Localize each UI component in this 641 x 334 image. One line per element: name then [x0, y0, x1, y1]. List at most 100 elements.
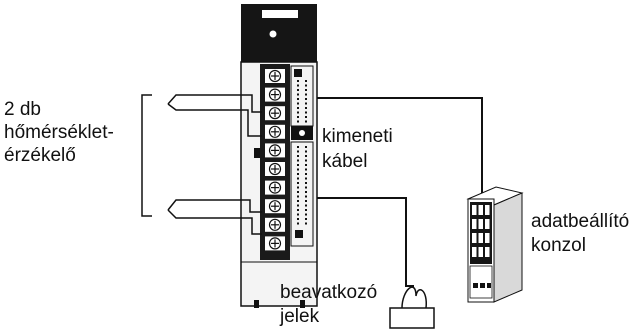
connector-pin	[305, 168, 307, 171]
connector-pin	[305, 159, 307, 162]
connector-pin	[297, 182, 299, 184]
console-display-cell	[472, 205, 477, 215]
terminal-screw	[268, 125, 282, 138]
connector-pin	[297, 107, 299, 109]
connector-pin	[305, 204, 307, 207]
console-display-cell	[478, 205, 483, 215]
connector-pin	[305, 195, 307, 198]
console-button-1	[473, 283, 478, 288]
connector-pin	[305, 191, 307, 193]
terminal-screw	[268, 237, 282, 250]
terminal-screws	[265, 69, 285, 251]
connector-pin	[297, 116, 299, 118]
connector-pin	[297, 191, 299, 193]
sensor-wire-2-top	[167, 199, 262, 213]
module-side-tab	[254, 148, 260, 158]
connector-pin	[305, 218, 307, 220]
connector-pin	[305, 200, 307, 202]
connector-pin	[297, 164, 299, 166]
actuator-device-icon	[389, 286, 435, 329]
connector-pin	[305, 102, 307, 105]
output-cable-label-line-2: kábel	[322, 151, 368, 172]
sensor-bracket	[141, 94, 152, 217]
sensor-wires	[167, 94, 262, 235]
connector-pin	[297, 155, 299, 157]
connector-pin	[297, 159, 299, 162]
connector-pin	[305, 177, 307, 180]
sensor-wire-2-bottom	[167, 209, 262, 235]
connector-pin	[305, 116, 307, 118]
lower-connector-pins	[297, 146, 307, 225]
module-screw	[269, 30, 277, 38]
console-display-cell	[478, 247, 483, 257]
sensor-wire-1-top	[167, 94, 262, 113]
connector-pin	[297, 186, 299, 189]
connector-pin	[305, 182, 307, 184]
terminal-screw	[268, 218, 282, 231]
console-display-cell	[472, 247, 477, 257]
connector-pin	[297, 150, 299, 153]
connector-pin	[297, 177, 299, 180]
connector-pin	[297, 111, 299, 114]
connector-pin	[305, 213, 307, 216]
console-display-cell	[478, 233, 483, 243]
connector-pin	[305, 107, 307, 109]
connector-pin	[297, 80, 299, 82]
connector-pin	[305, 222, 307, 225]
connector-pin	[305, 186, 307, 189]
connector-pin	[297, 218, 299, 220]
terminal-screw	[268, 144, 282, 157]
console-display-cell	[485, 219, 490, 229]
console-panel	[469, 265, 493, 299]
terminal-screw	[268, 181, 282, 194]
sensor-label-line-2: hőmérséklet-	[4, 122, 114, 143]
connector-pin	[305, 209, 307, 211]
output-cable-label-line-1: kimeneti	[322, 126, 393, 147]
console-label-line-1: adatbeállító	[531, 211, 630, 232]
connector-pin	[297, 89, 299, 91]
temperature-module-icon	[240, 4, 318, 308]
terminal-screw	[268, 200, 282, 213]
actuator-cable	[317, 197, 414, 287]
actuator-dome	[401, 286, 427, 309]
console-display-cell	[472, 219, 477, 229]
connector-pin	[297, 84, 299, 87]
lower-connector	[290, 141, 314, 247]
terminal-screw	[268, 162, 282, 176]
connector-pin	[305, 146, 307, 148]
console-display-cell	[485, 247, 490, 257]
connector-pin	[297, 98, 299, 100]
terminal-screw	[268, 107, 282, 120]
console-display-cell	[472, 233, 477, 243]
actuator-body	[389, 307, 435, 329]
lower-connector-latch	[295, 230, 303, 238]
console-button-3	[487, 283, 491, 288]
connector-pin	[297, 222, 299, 225]
connector-pin	[297, 102, 299, 105]
connector-pin	[305, 120, 307, 123]
sensor-label-line-3: érzékelő	[4, 145, 76, 166]
connector-pin	[297, 120, 299, 123]
module-indicator	[262, 10, 298, 18]
connector-pin	[297, 209, 299, 211]
upper-connector-latch	[294, 69, 302, 77]
connector-pin	[297, 168, 299, 171]
console-side	[493, 192, 523, 303]
console-display-cell	[478, 219, 483, 229]
actuator-label-line-2: jelek	[280, 306, 320, 327]
sensor-wire-1-bottom	[167, 103, 262, 137]
console-cable	[317, 97, 483, 204]
console-display-grid	[472, 205, 490, 257]
connector-pin	[297, 173, 299, 175]
sensor-label-line-1: 2 db	[4, 99, 41, 120]
connector-pin	[297, 93, 299, 96]
connector-pin	[305, 173, 307, 175]
terminal-screw	[268, 69, 282, 83]
connector-pin	[305, 155, 307, 157]
upper-connector-pins	[297, 80, 307, 123]
connector-latch-hole	[299, 130, 305, 136]
connector-pin	[297, 204, 299, 207]
connector-pin	[305, 80, 307, 82]
console-display-cell	[485, 233, 490, 243]
